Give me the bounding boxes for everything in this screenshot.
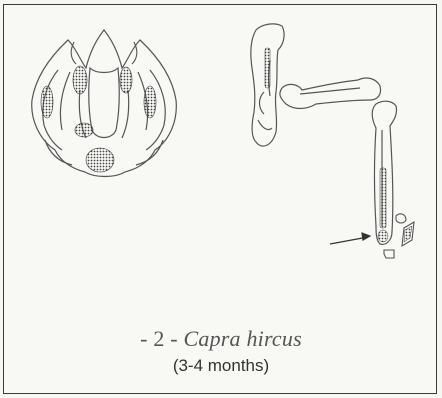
figure-caption: - 2 - Capra hircus (3-4 months) <box>0 326 442 376</box>
caption-species: Capra hircus <box>184 326 302 351</box>
humerus-drawing <box>280 78 381 109</box>
arrow-icon <box>330 233 370 244</box>
carpal-ossification <box>404 226 412 242</box>
caption-title: - 2 - Capra hircus <box>0 326 442 352</box>
forearm-ossification <box>378 168 388 242</box>
caption-number: - 2 - <box>140 326 178 351</box>
caption-age: (3-4 months) <box>0 356 442 376</box>
scapula-ossification <box>265 48 270 88</box>
